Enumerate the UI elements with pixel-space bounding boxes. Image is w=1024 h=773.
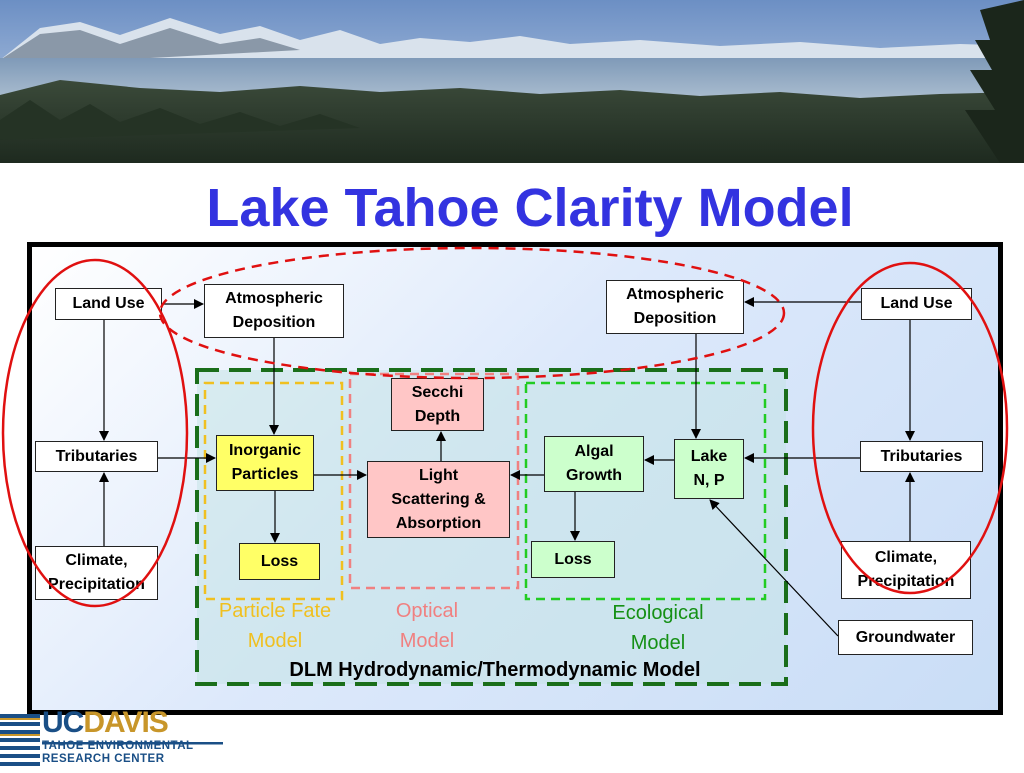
left-land-use-box: Land Use (55, 288, 162, 320)
logo-line2: RESEARCH CENTER (42, 753, 165, 765)
particle-loss-box: Loss (239, 543, 320, 580)
logo-uc: UC (42, 706, 84, 739)
particle-fate-model-label: Particle Fate Model (218, 600, 332, 652)
dlm-model-border (195, 368, 788, 686)
lake-n-p-box: Lake N, P (674, 439, 744, 499)
arrow-groundwater-to-lake (709, 499, 839, 637)
left-tributaries-box: Tributaries (35, 441, 158, 472)
logo-uc-davis-text: UCDAVIS (42, 706, 169, 739)
right-climate-box: Climate, Precipitation (841, 541, 971, 599)
page-title: Lake Tahoe Clarity Model (206, 178, 854, 238)
dlm-model-label: DLM Hydrodynamic/Thermodynamic Model (289, 659, 701, 681)
right-atmospheric-deposition-box: Atmospheric Deposition (606, 280, 744, 334)
uc-davis-logo (0, 708, 225, 768)
optical-model-label: Optical Model (395, 600, 459, 652)
optical-region (348, 372, 520, 590)
algal-growth-box: Algal Growth (544, 436, 644, 492)
ecological-model-label: Ecological Model (612, 602, 704, 654)
inorganic-particles-box: Inorganic Particles (216, 435, 314, 491)
left-atmospheric-deposition-box: Atmospheric Deposition (204, 284, 344, 338)
lake-tahoe-banner-image (0, 0, 1024, 163)
groundwater-box: Groundwater (838, 620, 973, 655)
atmospheric-deposition-ellipse (158, 246, 786, 380)
right-inputs-ellipse (811, 261, 1009, 595)
right-tributaries-box: Tributaries (860, 441, 983, 472)
light-scattering-box: Light Scattering & Absorption (367, 461, 510, 538)
logo-line1: TAHOE ENVIRONMENTAL (42, 740, 194, 752)
left-inputs-ellipse (1, 258, 189, 608)
left-climate-box: Climate, Precipitation (35, 546, 158, 600)
ecological-loss-box: Loss (531, 541, 615, 578)
logo-wave-mark (0, 714, 223, 766)
right-land-use-box: Land Use (861, 288, 972, 320)
secchi-depth-box: Secchi Depth (391, 378, 484, 431)
ecological-region (524, 381, 767, 601)
logo-davis: DAVIS (83, 706, 168, 739)
logo-subtitle: TAHOE ENVIRONMENTAL RESEARCH CENTER (42, 740, 194, 766)
